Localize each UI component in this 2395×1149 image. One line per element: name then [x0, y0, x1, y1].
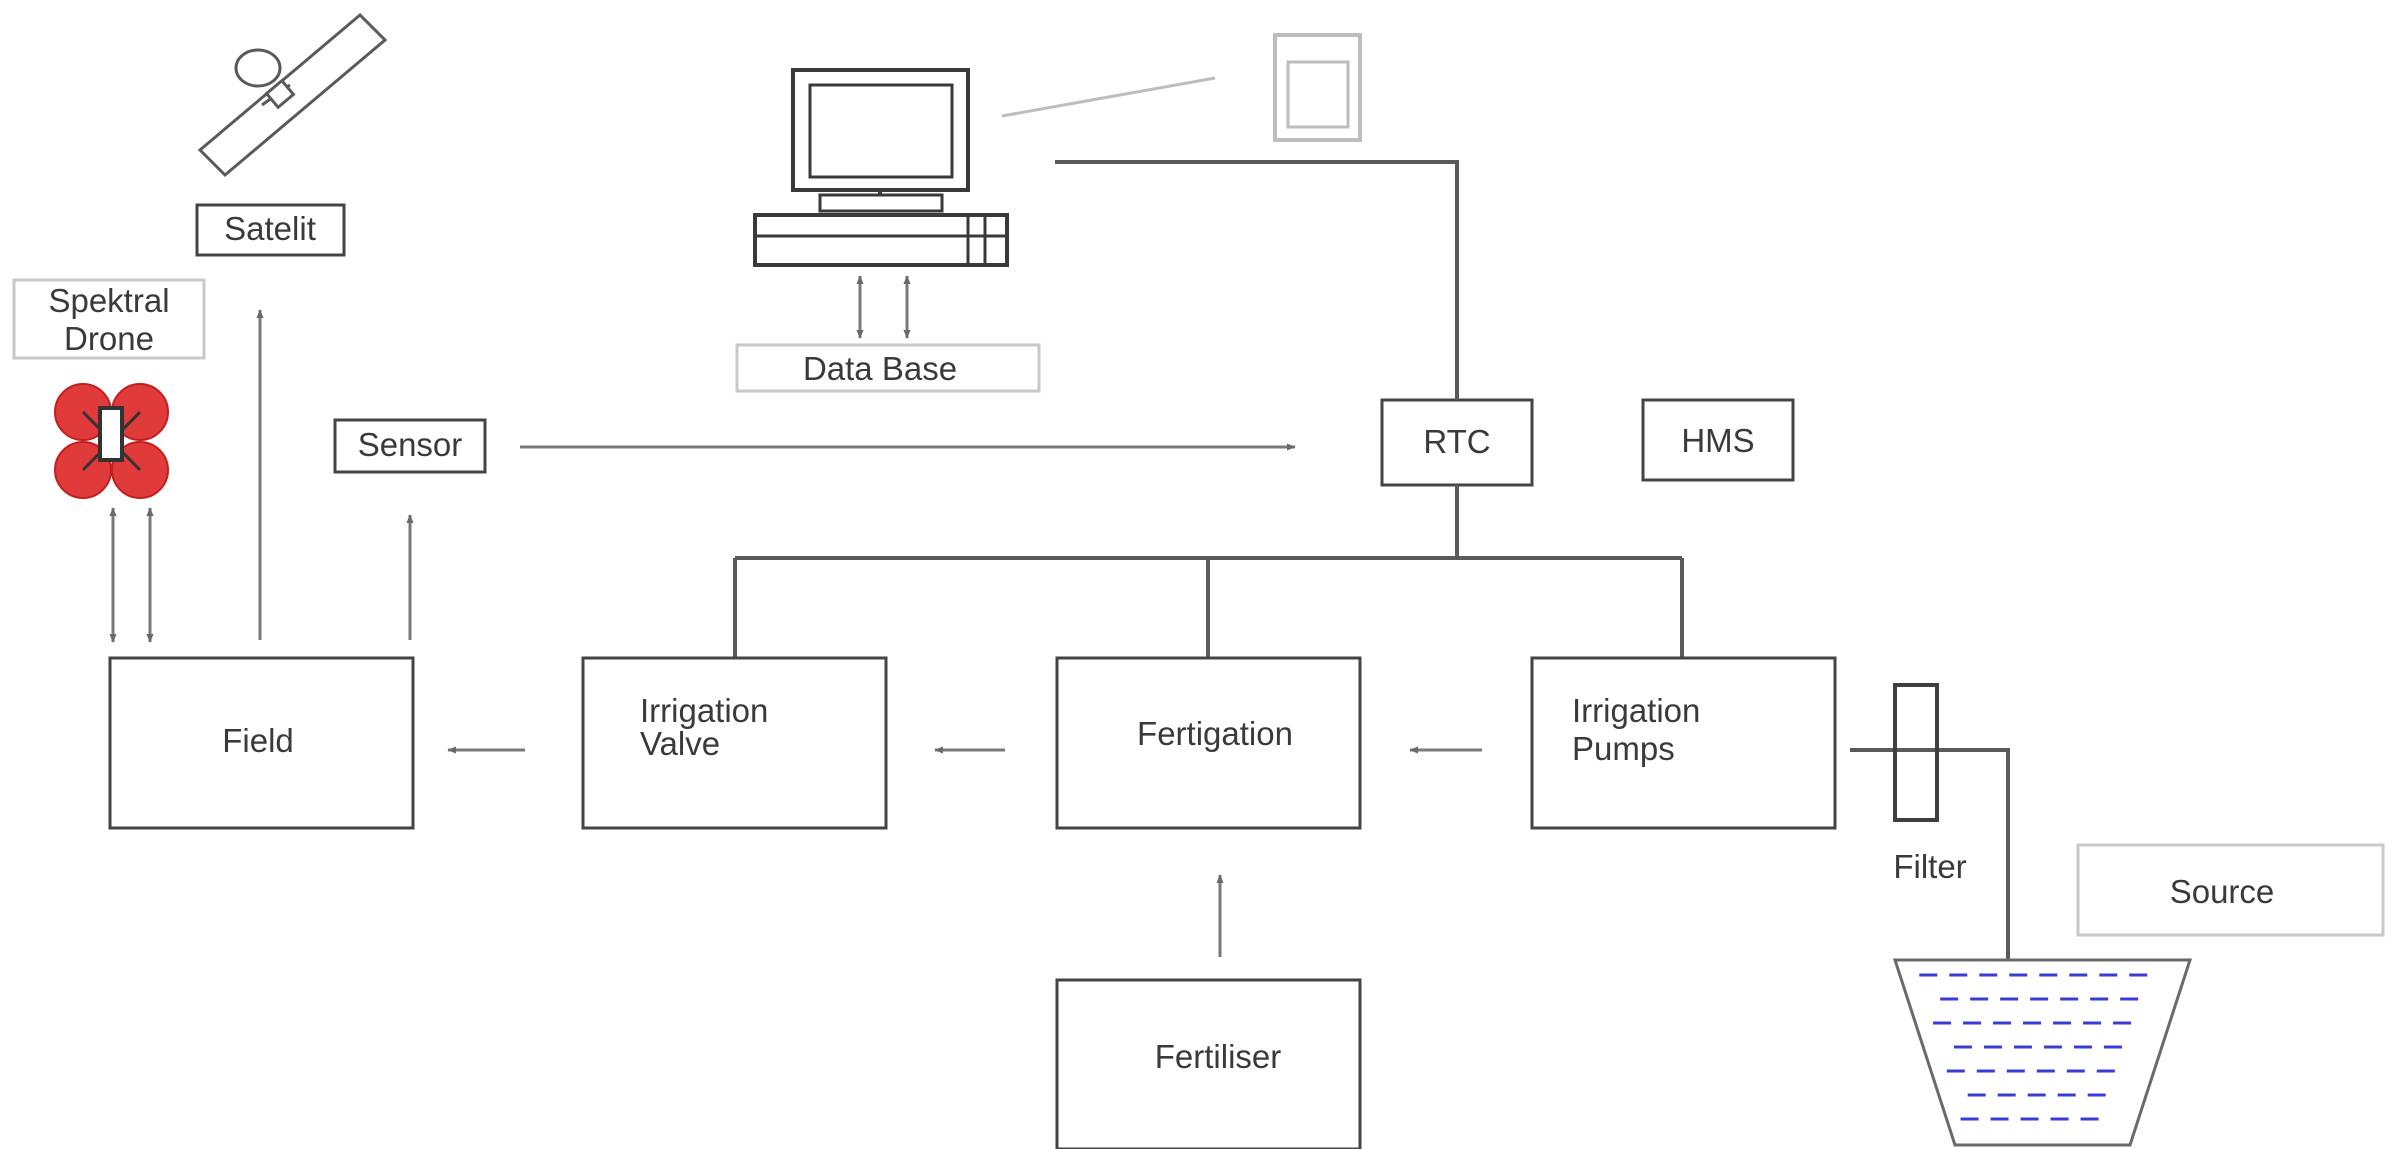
fertiliser-box: Fertiliser: [1055, 978, 1362, 1149]
hms-box: HMS: [1641, 398, 1795, 482]
sensor-box: Sensor: [333, 418, 487, 474]
svg-text:RTC: RTC: [1423, 423, 1490, 460]
filter-label: Filter: [1893, 848, 1966, 885]
svg-text:Pumps: Pumps: [1572, 730, 1675, 767]
svg-text:Data Base: Data Base: [803, 350, 957, 387]
field-box: Field: [108, 656, 415, 830]
printer-link-line: [1001, 76, 1216, 118]
computer-icon: [753, 68, 1009, 267]
svg-text:Drone: Drone: [64, 320, 154, 357]
printer-icon: [1273, 33, 1362, 142]
irrigation-pumps-box: Irrigation Pumps: [1530, 656, 1837, 830]
satellite-icon: [197, 12, 388, 178]
svg-text:Satelit: Satelit: [224, 210, 316, 247]
spektral-drone-label: Spektral Drone: [12, 278, 206, 360]
satelit-label: Satelit: [195, 203, 346, 257]
drone-icon: [54, 383, 169, 499]
rtc-box: RTC: [1380, 398, 1534, 487]
svg-text:Field: Field: [222, 722, 294, 759]
svg-text:Valve: Valve: [640, 725, 720, 762]
svg-text:Fertiliser: Fertiliser: [1155, 1038, 1282, 1075]
svg-text:Spektral: Spektral: [48, 282, 169, 319]
svg-text:HMS: HMS: [1681, 422, 1754, 459]
svg-text:Source: Source: [2170, 873, 2275, 910]
fertigation-box: Fertigation: [1055, 656, 1362, 830]
filter-icon: [1850, 683, 2010, 960]
computer-rtc-line: [1055, 160, 1459, 400]
source-label: Source: [2076, 843, 2385, 937]
irrigation-valve-box: Irrigation Valve: [581, 656, 888, 830]
data-base-label: Data Base: [735, 343, 1041, 393]
rtc-bus: [733, 485, 1684, 658]
svg-text:Fertigation: Fertigation: [1137, 715, 1293, 752]
svg-text:Sensor: Sensor: [358, 426, 463, 463]
water-tank-icon: [1892, 958, 2193, 1147]
svg-text:Irrigation: Irrigation: [640, 692, 768, 729]
svg-text:Irrigation: Irrigation: [1572, 692, 1700, 729]
